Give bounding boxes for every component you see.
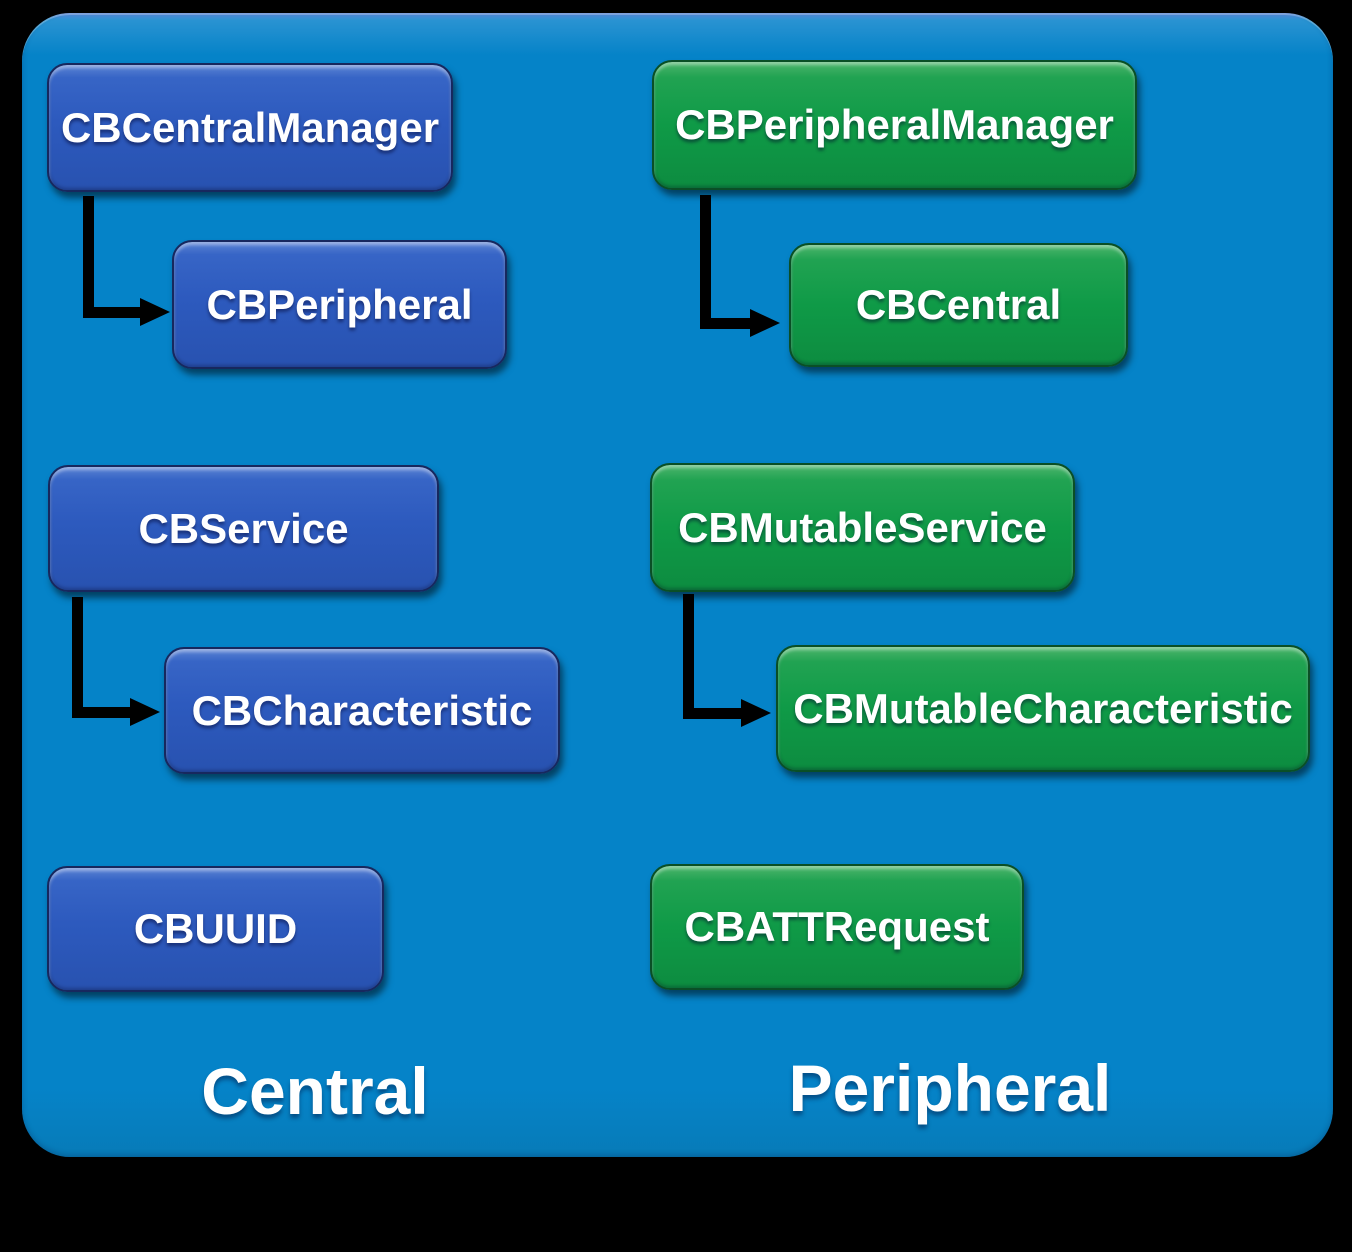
class-box-cbperipheralmanager: CBPeripheralManager (652, 60, 1137, 190)
class-box-label: CBUUID (133, 905, 298, 952)
arrowhead-icon (750, 309, 780, 337)
arrow-cbperipheralmanager-to-cbcentral (700, 195, 785, 337)
class-box-label: CBMutableCharacteristic (793, 684, 1293, 732)
framework-panel: CBCentralManager CBPeripheral CBService … (22, 13, 1333, 1157)
class-box-label: CBCharacteristic (191, 686, 533, 734)
arrow-line (72, 597, 83, 718)
class-box-cbservice: CBService (48, 465, 439, 592)
class-box-label: CBCentral (855, 281, 1062, 328)
arrowhead-icon (130, 698, 160, 726)
class-box-label: CBCentralManager (60, 103, 440, 151)
arrow-cbservice-to-cbcharacteristic (72, 597, 164, 727)
arrow-cbcentralmanager-to-cbperipheral (83, 196, 173, 331)
class-box-cbuuid: CBUUID (47, 866, 384, 992)
class-box-cbcentral: CBCentral (789, 243, 1128, 367)
arrowhead-icon (140, 298, 170, 326)
class-box-cbperipheral: CBPeripheral (172, 240, 507, 369)
class-box-label: CBPeripheral (206, 280, 473, 328)
arrow-line (83, 307, 140, 318)
class-box-label: CBMutableService (678, 503, 1047, 551)
arrow-line (83, 196, 94, 318)
arrowhead-icon (741, 699, 771, 727)
arrow-line (683, 594, 694, 719)
arrow-line (700, 195, 711, 329)
class-box-cbcharacteristic: CBCharacteristic (164, 647, 560, 774)
class-box-label: CBATTRequest (684, 903, 990, 950)
column-label-peripheral: Peripheral (788, 1051, 1112, 1125)
arrow-line (700, 318, 750, 329)
class-box-label: CBPeripheralManager (675, 101, 1114, 148)
class-box-cbattrequest: CBATTRequest (650, 864, 1024, 990)
class-box-cbcentralmanager: CBCentralManager (47, 63, 453, 192)
class-box-label: CBService (138, 504, 349, 552)
arrow-line (72, 707, 130, 718)
arrow-cbmutableservice-to-cbmutablecharacteristic (683, 594, 775, 728)
arrow-line (683, 708, 741, 719)
class-box-cbmutableservice: CBMutableService (650, 463, 1075, 592)
class-box-cbmutablecharacteristic: CBMutableCharacteristic (776, 645, 1310, 772)
column-label-central: Central (201, 1054, 429, 1128)
